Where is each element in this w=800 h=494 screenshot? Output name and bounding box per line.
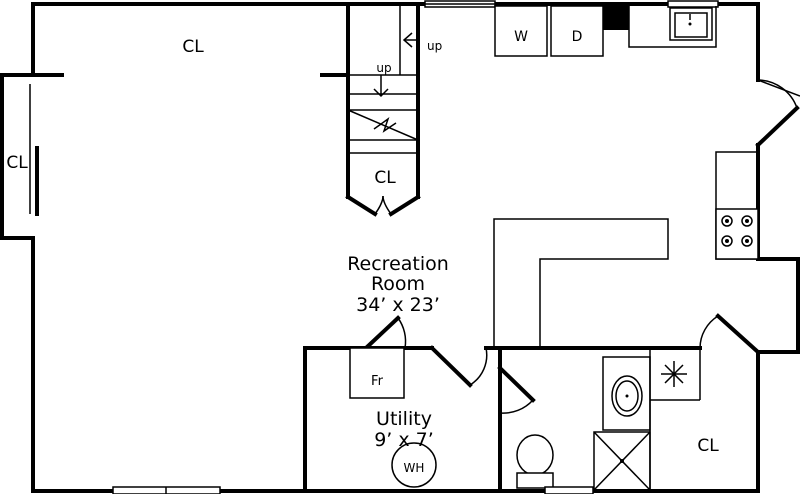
freezer-label: Fr: [371, 374, 384, 389]
bottom-left-window-icon: [112, 486, 221, 494]
washer-label: W: [514, 29, 528, 45]
laundry-sink-icon: [628, 6, 717, 48]
vanity-sink-icon: [602, 356, 651, 431]
closet-label-bath: CL: [697, 436, 719, 456]
stair-arrow-lower-icon: [373, 75, 389, 98]
snowflake-icon: [661, 361, 687, 387]
top-right-window-icon: [667, 0, 719, 8]
freezer: [349, 347, 405, 399]
top-window-icon: [424, 0, 496, 8]
shower-icon: [593, 431, 651, 491]
bathroom-door-icon: [499, 399, 534, 414]
recreation-room-name-2: Room: [371, 273, 425, 295]
washer: [494, 5, 548, 57]
closet-label-left-wall: CL: [6, 153, 28, 173]
stair-closet-door-icon: [374, 195, 392, 215]
utility-room-size: 9’ x 7’: [374, 429, 434, 451]
closet-label-stair: CL: [374, 168, 396, 188]
recreation-room-size: 34’ x 23’: [356, 294, 440, 316]
recreation-room-name-1: Recreation: [347, 253, 449, 275]
stair-treads: [347, 4, 419, 141]
bar-counter: [493, 218, 669, 348]
laundry-chute: [603, 6, 629, 30]
water-heater: [391, 442, 437, 488]
stair-arrow-upper-icon: [402, 32, 420, 48]
utility-door-icon: [397, 317, 407, 349]
left-closet-walls: [0, 73, 64, 240]
stair-enclosure: [320, 2, 421, 217]
exterior-door-icon: [757, 79, 800, 109]
stair-up-label-lower: up: [376, 61, 391, 75]
water-heater-label: WH: [404, 461, 425, 475]
dryer: [550, 5, 604, 57]
closet-label-top-left: CL: [182, 37, 204, 57]
stair-up-label-upper: up: [427, 39, 442, 53]
dryer-label: D: [572, 29, 583, 45]
bath-closet-door-icon: [699, 315, 719, 349]
toilet-icon: [516, 434, 554, 489]
stove-icon: [715, 208, 759, 260]
utility-room-name: Utility: [376, 408, 432, 430]
rec-to-bath-door-icon: [469, 347, 488, 386]
bottom-bath-window-icon: [544, 486, 594, 494]
